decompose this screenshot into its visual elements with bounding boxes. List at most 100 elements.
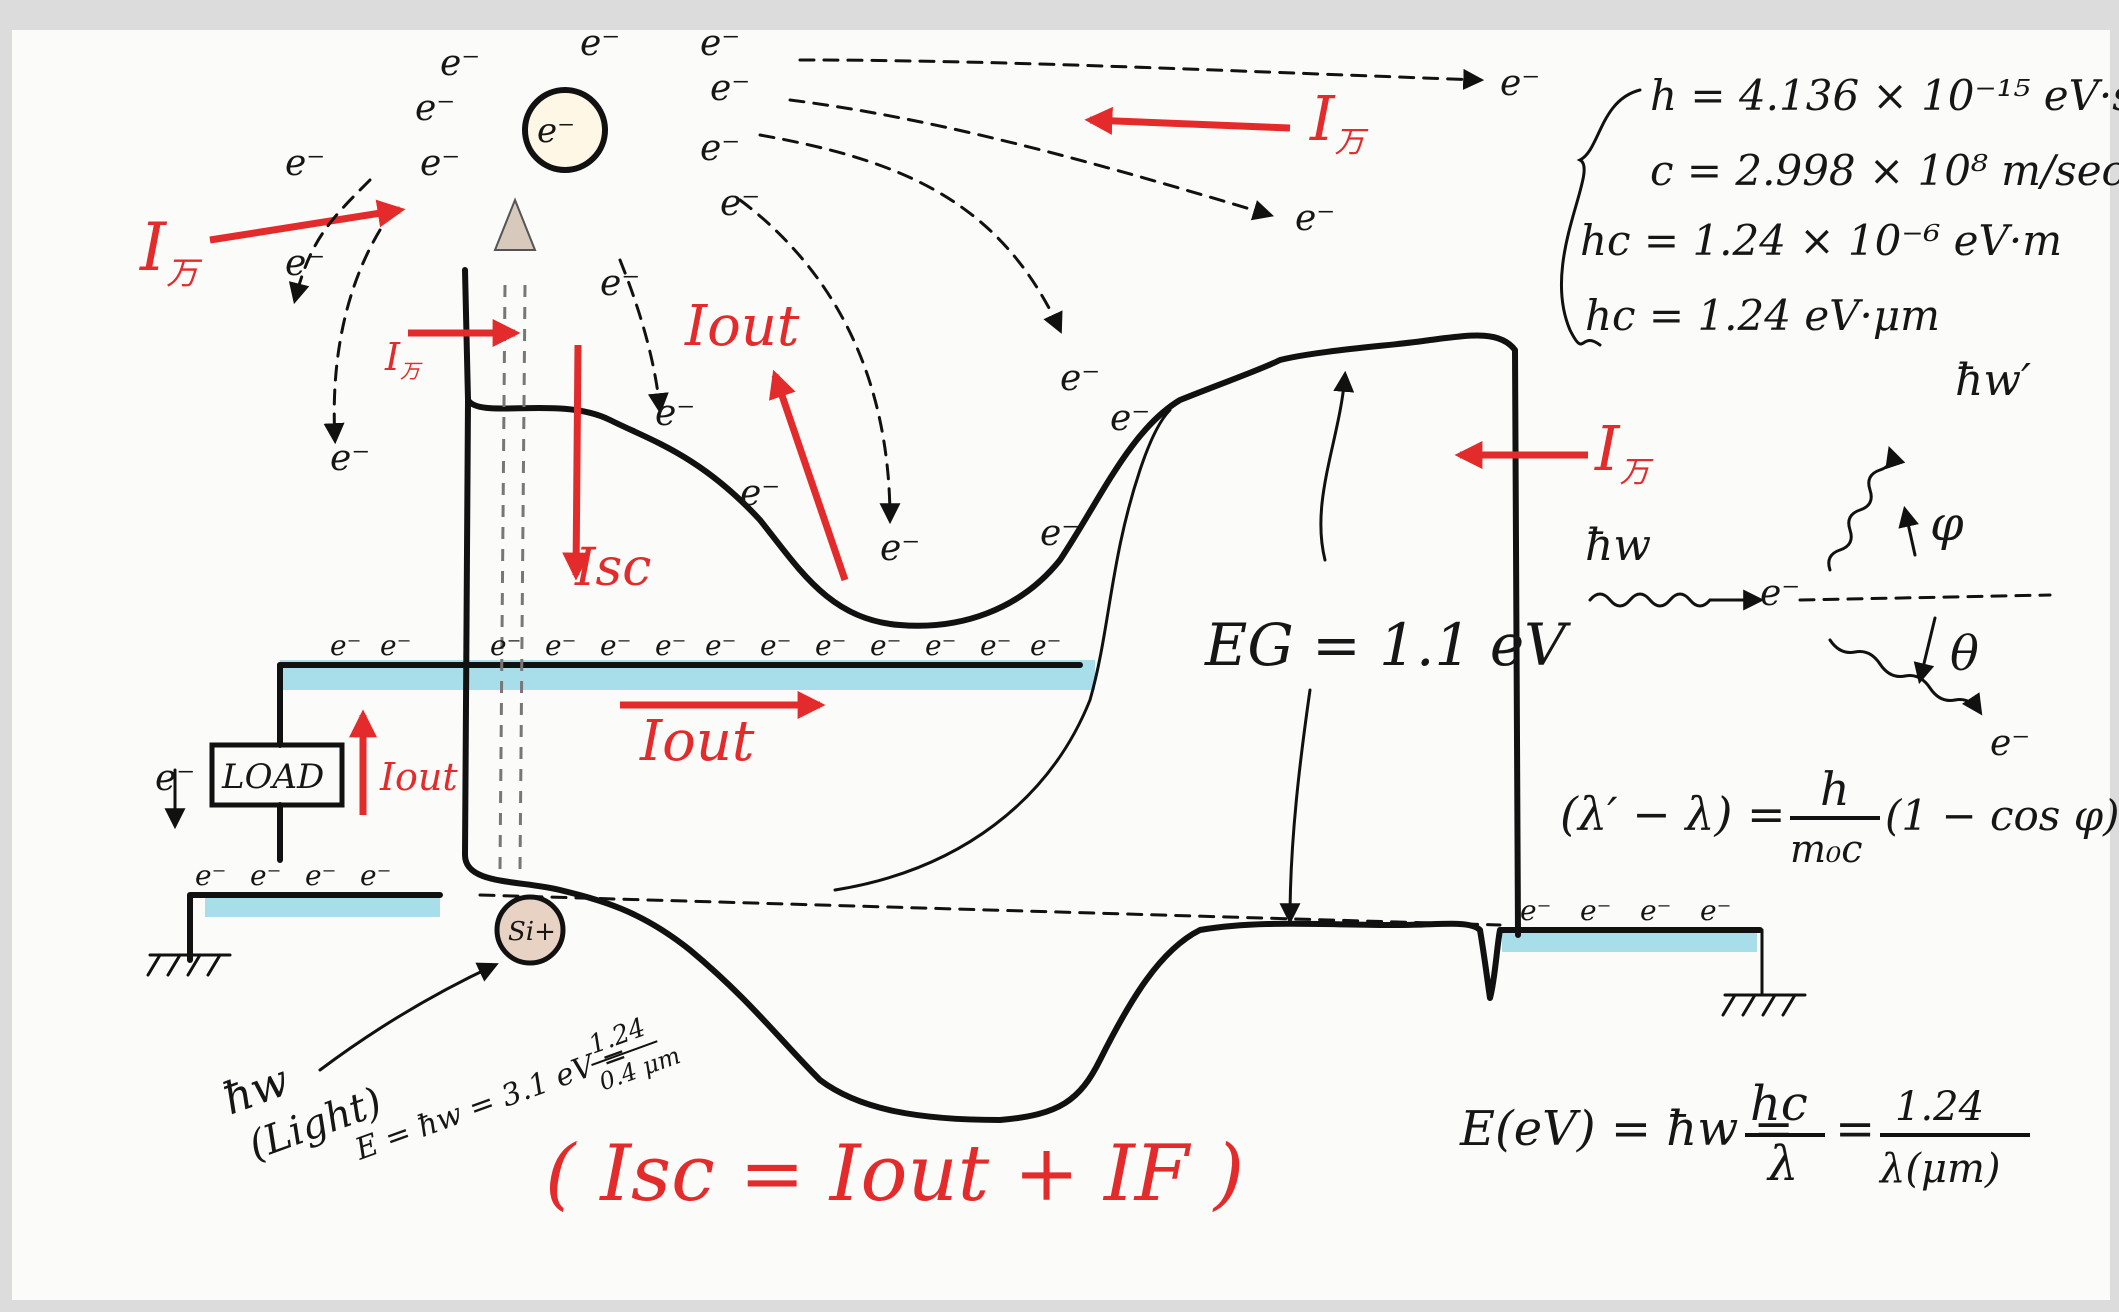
electron: e⁻: [1580, 894, 1611, 927]
iout-arrow-up: [768, 369, 849, 582]
phi-arc-arrow: [1898, 505, 1919, 557]
scattered-photon-label: ħw′: [1955, 355, 2031, 406]
emission-path-1: [798, 58, 1485, 90]
ground-right: [1721, 928, 1807, 1017]
ift-label-upper-right: I万: [1309, 82, 1369, 160]
electron: e⁻: [980, 629, 1011, 662]
emission-path-3: [758, 133, 1063, 334]
isc-label: Isc: [574, 538, 651, 598]
incident-photon-wave: [1588, 589, 1765, 611]
bandgap-arrow-up: [1319, 370, 1355, 562]
photon-beam-head: [493, 197, 537, 251]
electron: e⁻: [250, 859, 281, 892]
constant-hc-m: hc = 1.24 × 10⁻⁶ eV·m: [1580, 216, 2062, 265]
bandgap-label: EG = 1.1 eV: [1204, 611, 1571, 679]
energy-den-lambda-um: λ(μm): [1878, 1146, 2001, 1192]
energy-left: E(eV) = ħw =: [1459, 1101, 1794, 1157]
scattered-electron-path: [1828, 638, 1983, 716]
center-electron-circle: [522, 87, 608, 173]
electron: e⁻: [600, 629, 631, 662]
electron: e⁻: [360, 859, 391, 892]
energy-num-124: 1.24: [1895, 1084, 1984, 1130]
constant-h: h = 4.136 × 10⁻¹⁵ eV·sec: [1650, 71, 2119, 120]
si-atom-label: Si+: [508, 917, 556, 947]
electron: e⁻: [870, 629, 901, 662]
electron: e⁻: [330, 629, 361, 662]
constants-brace: [1559, 88, 1642, 347]
compton-num: h: [1820, 762, 1850, 816]
valence-band-edge: [462, 397, 1763, 1123]
electron: e⁻: [1700, 894, 1731, 927]
electron: e⁻: [705, 629, 736, 662]
electron: e⁻: [600, 263, 640, 304]
compton-right: (1 − cos φ): [1885, 791, 2119, 840]
left-lower-band: [205, 895, 440, 917]
theta-label: θ: [1950, 626, 1979, 682]
ift-label-upper-left: I万: [139, 209, 203, 292]
electron: e⁻: [1760, 573, 1800, 614]
electron: e⁻: [880, 528, 920, 569]
electron: e⁻: [285, 143, 325, 184]
compton-equation: (λ′ − λ) = h m₀c (1 − cos φ): [1560, 762, 2119, 871]
light-energy-bar: [591, 1040, 658, 1067]
fermi-level-line: [478, 893, 1502, 927]
electron: e⁻: [285, 243, 325, 284]
isc-arrow: [562, 344, 591, 581]
energy-equation: E(eV) = ħw = hc λ = 1.24 λ(μm): [1459, 1076, 2030, 1192]
emission-path-5: [618, 258, 669, 415]
scatter-reference-line: [1798, 593, 2052, 602]
emission-path-2: [788, 98, 1275, 221]
electron: e⁻: [580, 23, 620, 64]
electron: e⁻: [1060, 358, 1100, 399]
theta-arc-arrow: [1913, 616, 1937, 685]
conduction-band-edge: [462, 267, 1521, 938]
free-electrons: e⁻ e⁻ e⁻ e⁻ e⁻ e⁻ e⁻ e⁻ e⁻ e⁻ e⁻ e⁻ e⁻ e…: [155, 23, 2030, 799]
electron: e⁻: [1030, 629, 1061, 662]
electron: e⁻: [490, 629, 521, 662]
compton-den: m₀c: [1790, 827, 1863, 871]
si-atom-circle: [494, 894, 566, 966]
electron: e⁻: [815, 629, 846, 662]
current-labels: I万 I万 I万 I万 Iout Iout Iout Isc: [139, 82, 1654, 799]
scattered-photon-wave: [1827, 446, 1906, 572]
electron: e⁻: [1990, 723, 2030, 764]
electron: e⁻: [545, 629, 576, 662]
center-electron-label: e⁻: [537, 111, 575, 151]
electron: e⁻: [305, 859, 336, 892]
electron: e⁻: [420, 143, 460, 184]
electron: e⁻: [415, 88, 455, 129]
emission-path-6: [323, 228, 382, 445]
current-sum-equation: ( Isc = Iout + IF ): [545, 1129, 1244, 1219]
electron: e⁻: [1040, 513, 1080, 554]
ground-left: [146, 953, 232, 977]
light-arrow: [318, 962, 499, 1072]
load-label: LOAD: [221, 757, 324, 797]
electron: e⁻: [740, 473, 780, 514]
ift-arrow-upper-right: [1084, 106, 1291, 135]
electron: e⁻: [1500, 63, 1540, 104]
electron: e⁻: [380, 629, 411, 662]
electron: e⁻: [925, 629, 956, 662]
constant-c: c = 2.998 × 10⁸ m/sec: [1650, 146, 2119, 195]
electron: e⁻: [330, 438, 370, 479]
electron: e⁻: [1295, 198, 1335, 239]
electron: e⁻: [1520, 894, 1551, 927]
load-wire: [187, 662, 443, 963]
iout-label-lower: Iout: [639, 709, 755, 774]
electron: e⁻: [1110, 398, 1150, 439]
ift-arrow-upper-left: [209, 199, 406, 244]
iout-label-load: Iout: [379, 755, 458, 799]
emission-path-4: [738, 198, 901, 525]
ift-label-small: I万: [384, 335, 423, 383]
constant-hc-um: hc = 1.24 eV·μm: [1585, 291, 1940, 340]
phi-label: φ: [1930, 496, 1964, 552]
iout-label-upper: Iout: [684, 294, 800, 359]
photon-beam: [498, 284, 527, 871]
energy-den-lambda: λ: [1766, 1136, 1798, 1192]
electron: e⁻: [1640, 894, 1671, 927]
electron: e⁻: [655, 393, 695, 434]
energy-eq-sign: =: [1835, 1101, 1875, 1157]
electron: e⁻: [720, 183, 760, 224]
electron: e⁻: [710, 68, 750, 109]
